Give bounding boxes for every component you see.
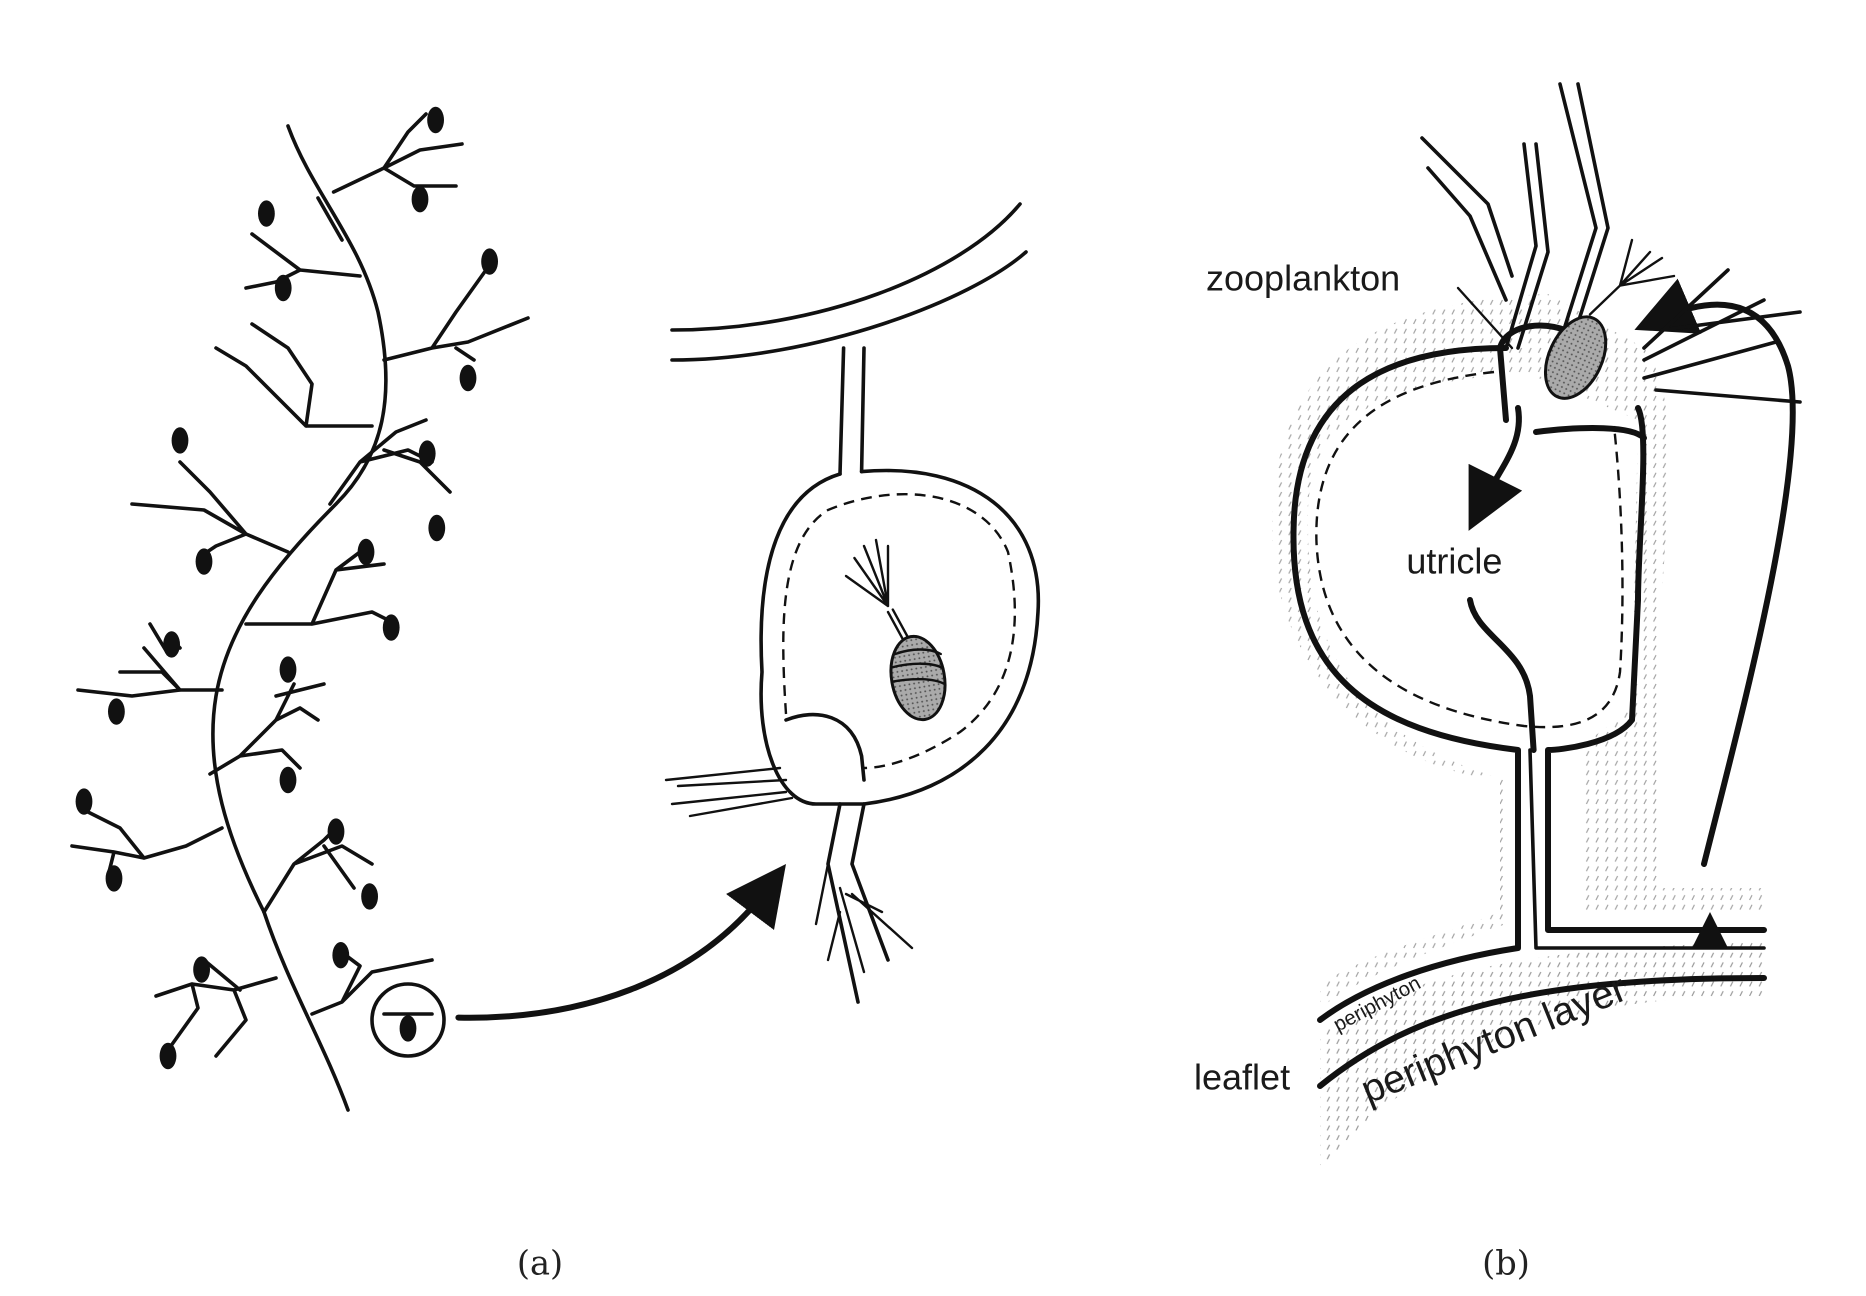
label-leaflet: leaflet bbox=[1194, 1057, 1290, 1098]
zooplankton-icon-b bbox=[1544, 238, 1676, 400]
zooplankton-leader-line bbox=[1456, 286, 1514, 350]
label-zooplankton: zooplankton bbox=[1206, 257, 1400, 298]
periphyton-layer-area bbox=[1320, 942, 1764, 1170]
trigger-hairs bbox=[1420, 82, 1802, 404]
plant-stem bbox=[70, 106, 530, 1112]
label-utricle: utricle bbox=[1406, 541, 1502, 582]
panel-a: (a) bbox=[70, 106, 1041, 1282]
bladder-enlarged bbox=[664, 202, 1041, 1004]
enlarge-arrow bbox=[455, 864, 787, 1021]
zooplankton-icon bbox=[844, 538, 947, 722]
panel-b: zooplankton utricle leaflet periphyton p… bbox=[1194, 82, 1802, 1282]
caption-b: (b) bbox=[1482, 1243, 1530, 1282]
caption-a: (a) bbox=[517, 1243, 563, 1282]
utricle bbox=[1290, 278, 1796, 1089]
bladder-icons bbox=[75, 106, 498, 1070]
highlight-circle bbox=[370, 982, 446, 1058]
